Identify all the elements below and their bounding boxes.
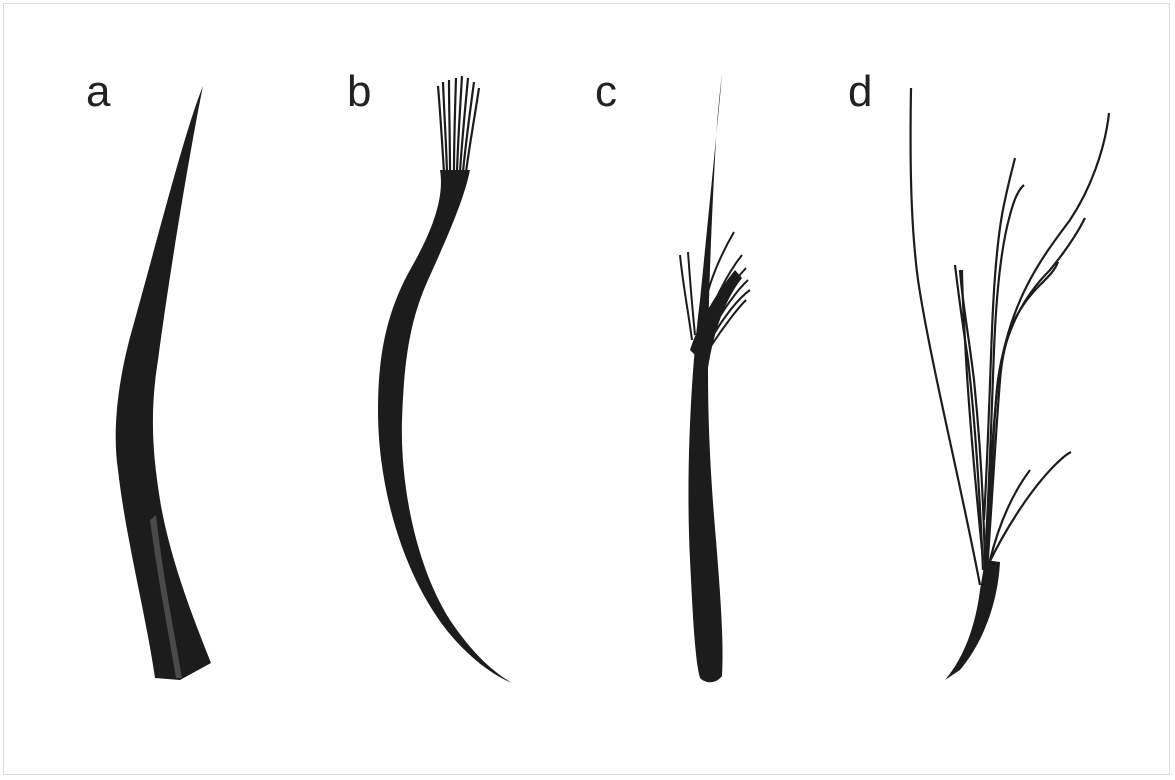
filament-b-body: [378, 170, 512, 683]
branched-filament-tuft-icon: [911, 88, 1109, 680]
filament-d-base: [945, 560, 1000, 680]
filament-d-branches: [911, 88, 1109, 585]
filament-b-tuft: [438, 76, 479, 172]
filament-with-midshaft-branches-icon: [680, 75, 750, 682]
filament-c-body: [688, 75, 722, 682]
filament-with-apical-tuft-icon: [378, 76, 512, 683]
single-tapered-filament-icon: [116, 86, 211, 680]
